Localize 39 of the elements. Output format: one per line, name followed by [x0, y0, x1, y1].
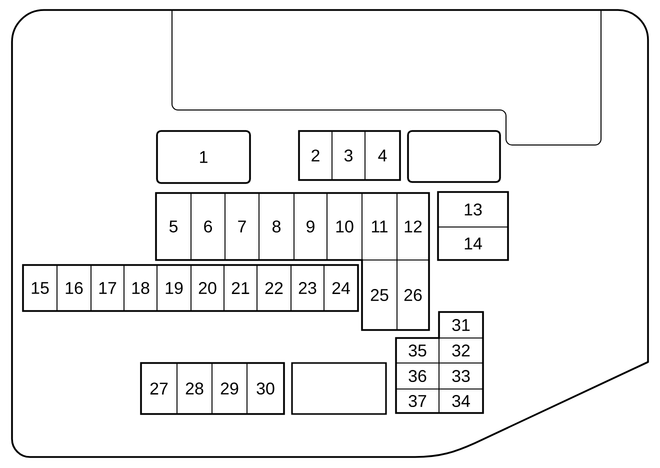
fuse-slot: 6	[190, 192, 226, 260]
fuse-slot: 33	[438, 362, 484, 390]
fuse-slot: 9	[294, 192, 328, 260]
fuse-slot: 37	[396, 388, 440, 414]
fuse-slot: 8	[258, 192, 294, 260]
fuse-slot: 10	[326, 192, 362, 260]
fuse-slot: 21	[224, 264, 258, 312]
fuse-slot: 18	[124, 264, 158, 312]
fuse-slot: 30	[246, 362, 284, 414]
fuse-slot: 20	[190, 264, 224, 312]
fuse-slot: 23	[290, 264, 324, 312]
fuse-slot: 15	[22, 264, 58, 312]
fuse-slot: 14	[438, 226, 508, 260]
fuse-slot: 25	[362, 260, 398, 330]
fuse-slot: 12	[396, 192, 430, 260]
fuse-slot: 1	[156, 130, 251, 184]
fuse-slot: 36	[396, 362, 440, 390]
empty-slot	[407, 130, 501, 183]
fuse-slot: 3	[332, 130, 366, 180]
fuse-slot: 5	[156, 192, 192, 260]
fuse-slot: 26	[396, 260, 430, 330]
fuse-slot: 19	[156, 264, 192, 312]
fuse-slot: 2	[298, 130, 332, 180]
fuse-slot: 7	[224, 192, 260, 260]
fuse-slot: 34	[438, 388, 484, 414]
fuse-slot: 16	[56, 264, 92, 312]
fuse-slot: 22	[256, 264, 292, 312]
empty-slot	[291, 362, 387, 415]
fuse-slot: 24	[324, 264, 358, 312]
fuse-slot: 29	[212, 362, 248, 414]
fuse-slot: 28	[176, 362, 212, 414]
fuse-slot: 4	[364, 130, 400, 180]
fuse-slot: 11	[362, 192, 398, 260]
fuse-slot: 31	[438, 312, 484, 338]
fuse-slot: 17	[90, 264, 124, 312]
fuse-slot: 35	[396, 338, 440, 364]
fuse-slot: 13	[438, 192, 508, 228]
fuse-slot: 27	[140, 362, 178, 414]
fuse-slot: 32	[438, 338, 484, 364]
